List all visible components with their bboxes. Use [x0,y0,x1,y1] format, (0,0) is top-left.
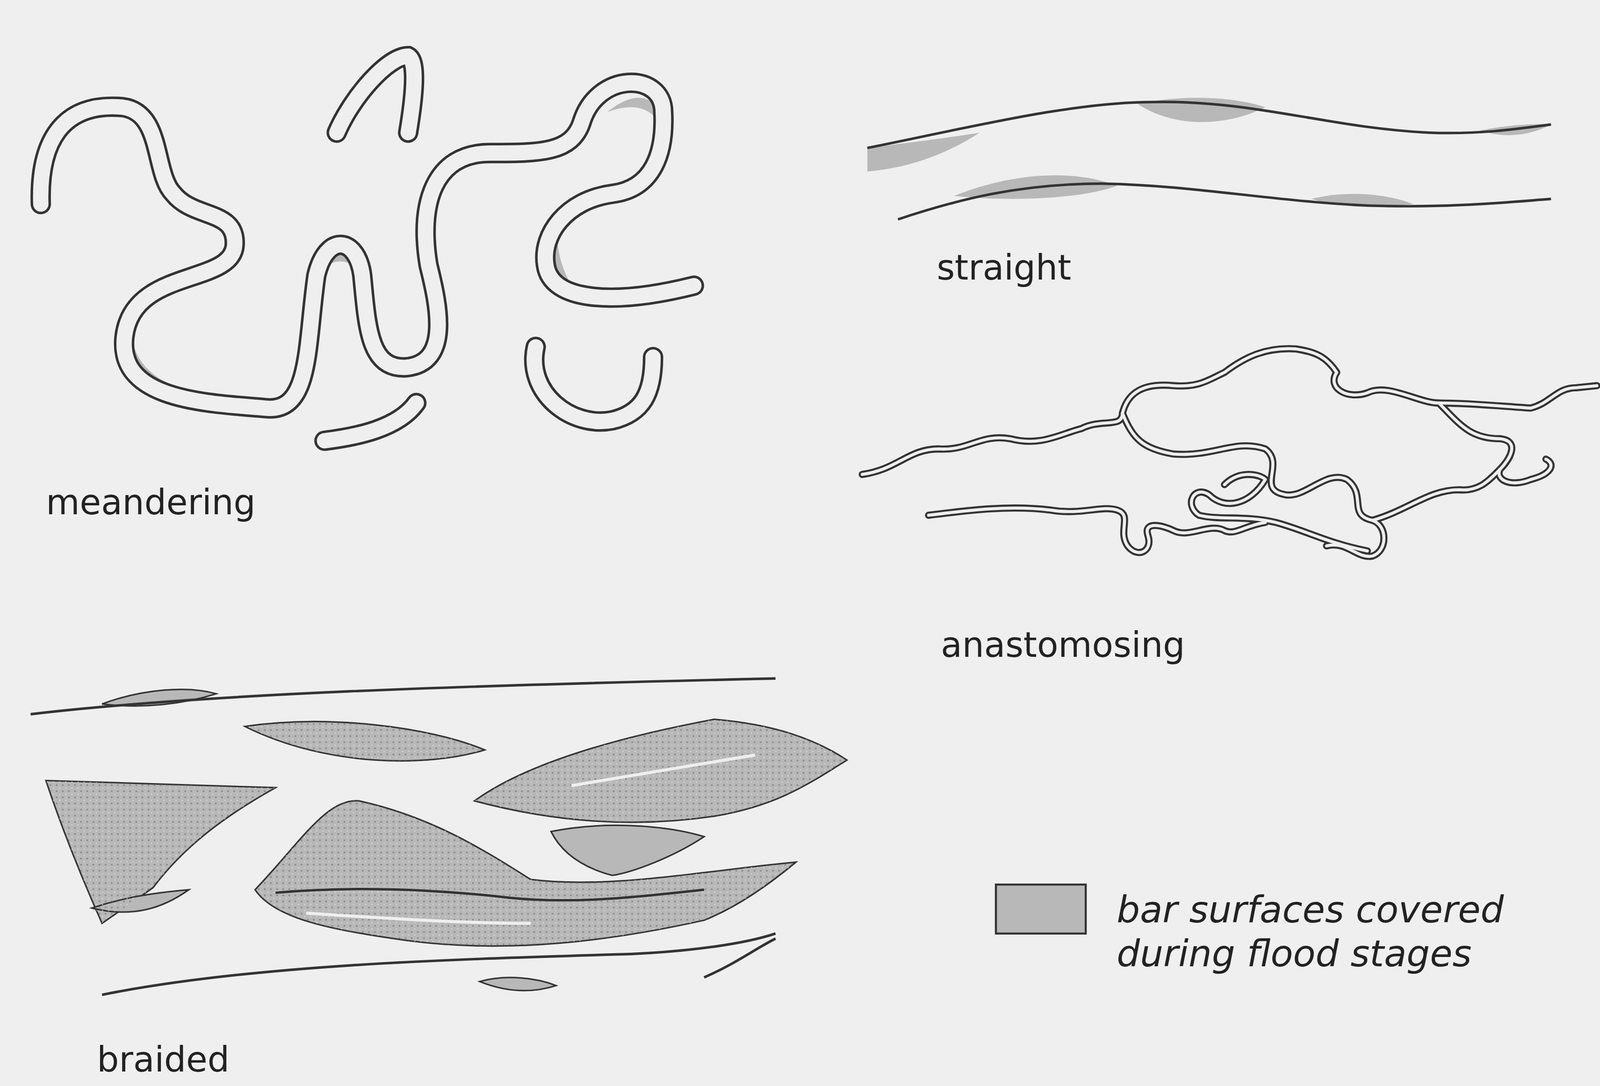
straight-channel [867,97,1551,220]
legend-text: bar surfaces covered during flood stages [1116,887,1597,977]
pattern-label: meandering [45,481,256,524]
legend-swatch [994,883,1087,935]
anastomosing-channels [862,348,1597,557]
pattern-label: straight [936,246,1072,289]
braided-channel [30,678,847,995]
meander-channel [40,56,694,441]
pattern-label: braided [96,1038,230,1081]
pattern-label: anastomosing [940,624,1185,667]
